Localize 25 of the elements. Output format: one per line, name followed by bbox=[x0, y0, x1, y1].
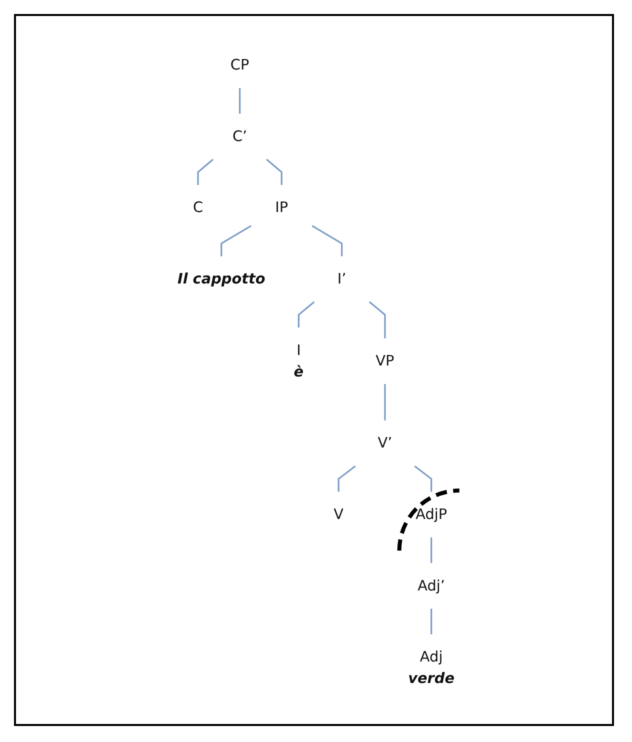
tree-branch-line bbox=[197, 158, 214, 185]
tree-node-label: C’ bbox=[232, 128, 248, 145]
tree-branch-line bbox=[266, 158, 282, 185]
tree-node-label: IP bbox=[275, 199, 288, 216]
tree-node-label: V bbox=[334, 506, 344, 523]
tree-node-label: Il cappotto bbox=[177, 270, 266, 288]
tree-branch-line bbox=[220, 225, 252, 256]
tree-branch-line bbox=[414, 465, 432, 492]
tree-branch-line bbox=[430, 608, 432, 634]
tree-branch-line bbox=[312, 225, 343, 256]
tree-node-label: VP bbox=[376, 352, 394, 370]
tree-branch-line bbox=[239, 88, 241, 114]
tree-branch-line bbox=[338, 465, 356, 492]
tree-node-label: Adj’ bbox=[418, 577, 445, 594]
tree-node-label: AdjP bbox=[416, 506, 448, 523]
tree-node-label: V’ bbox=[378, 434, 392, 452]
tree-node-label: I’ bbox=[337, 270, 346, 288]
tree-node-label: I è bbox=[294, 342, 304, 380]
tree-branch-line bbox=[384, 384, 386, 420]
tree-node-label: C bbox=[192, 199, 204, 216]
tree-branch-line bbox=[430, 537, 432, 564]
tree-branch-line bbox=[298, 301, 315, 328]
tree-branch-line bbox=[368, 301, 386, 338]
tree-node-label: CP bbox=[230, 56, 250, 74]
tree-node-label: Adj verde bbox=[408, 648, 455, 688]
